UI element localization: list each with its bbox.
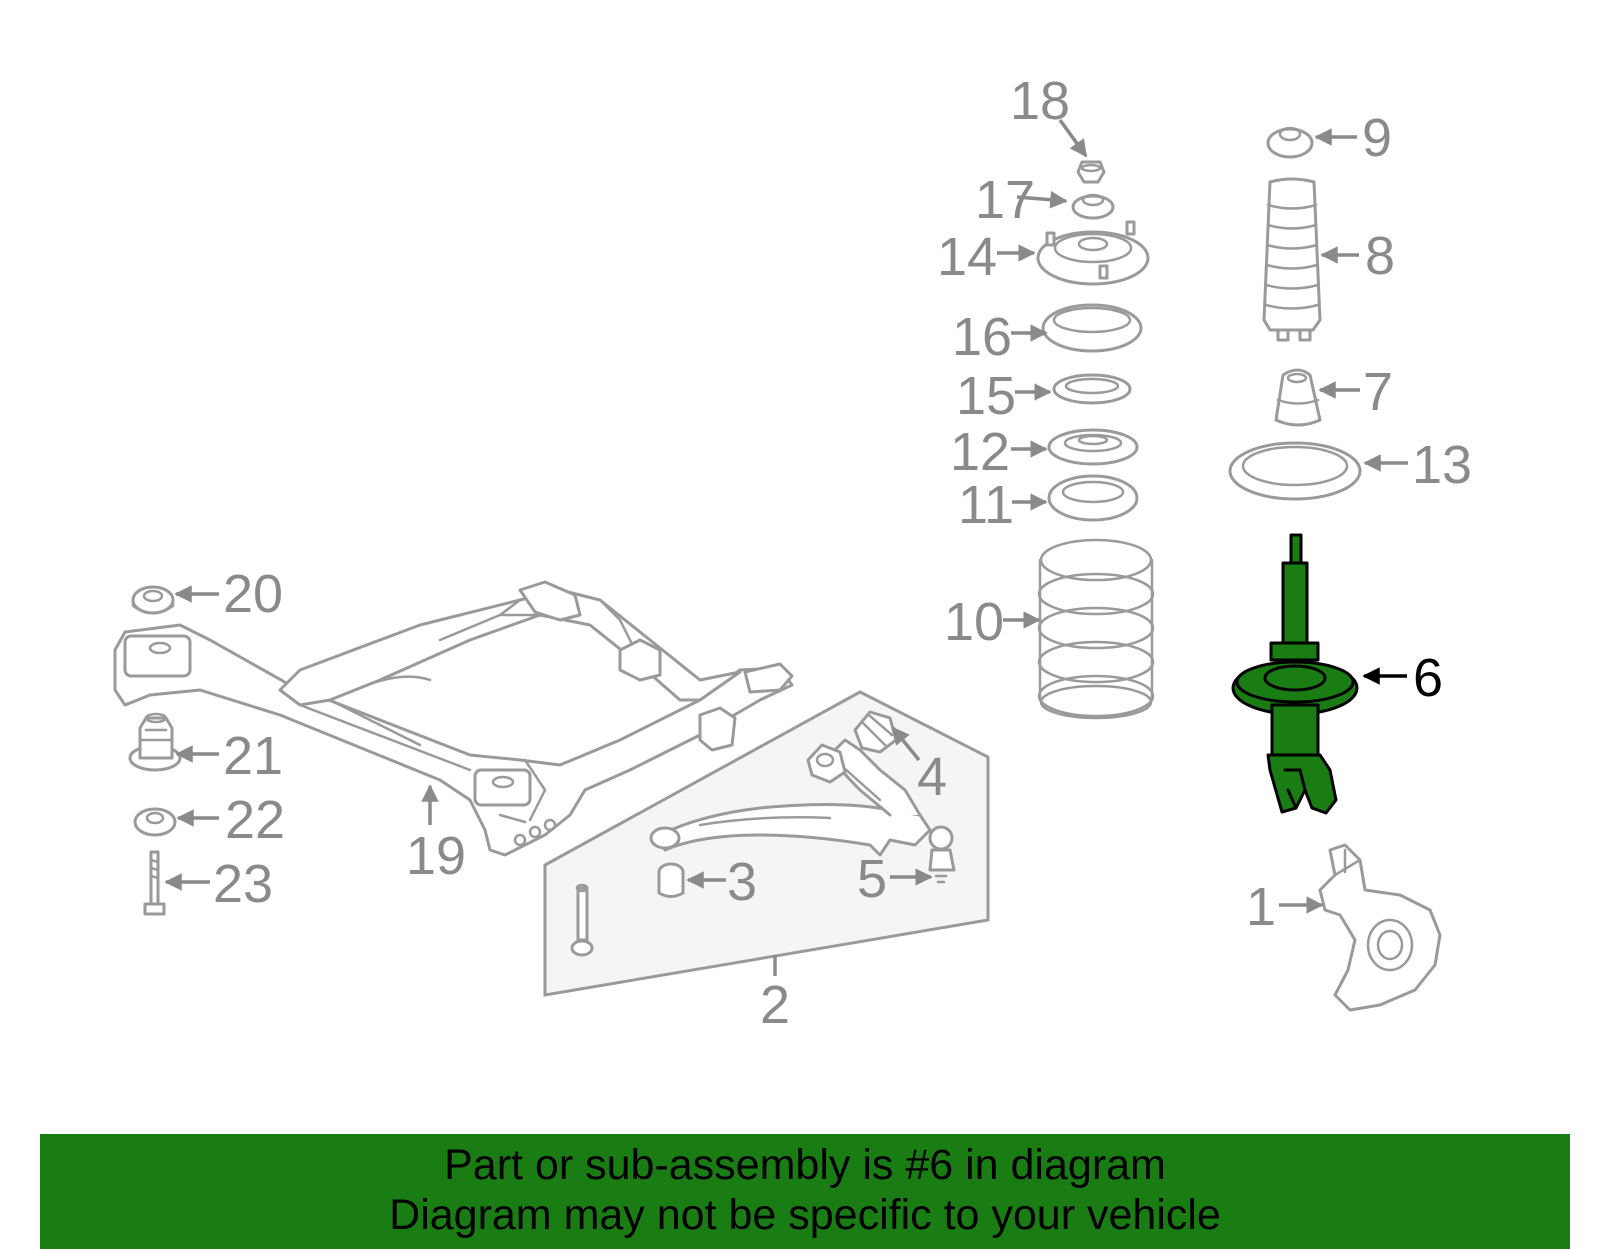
label-8: 8 [1365,226,1395,286]
leader-lines [164,118,1408,976]
strut-assembly-6[interactable] [1231,533,1359,815]
washer-17[interactable] [1071,193,1115,220]
label-16: 16 [952,307,1012,367]
label-12: 12 [950,422,1010,482]
label-4: 4 [917,747,947,807]
steering-knuckle-1[interactable] [1318,843,1442,1012]
insulator-12[interactable] [1047,428,1139,466]
label-23: 23 [213,854,273,914]
label-15: 15 [956,366,1016,426]
strut-mount-14[interactable] [1036,220,1150,286]
dust-boot-8[interactable] [1262,177,1322,342]
label-11: 11 [958,475,1014,535]
label-13: 13 [1412,435,1472,495]
bump-stop-7[interactable] [1274,368,1322,427]
label-17: 17 [975,170,1035,230]
insulator-13[interactable] [1228,441,1362,501]
label-20: 20 [223,564,283,624]
callout-labels: 18 17 14 16 15 12 11 10 9 8 7 13 6 1 20 … [213,71,1472,1035]
label-3: 3 [727,852,757,912]
nut-18[interactable] [1076,160,1106,184]
label-1: 1 [1246,877,1276,937]
lower-mount-bushing-21[interactable] [128,712,182,772]
insulator-11[interactable] [1047,474,1139,522]
mount-bolt-23[interactable] [143,850,166,916]
banner-line-1: Part or sub-assembly is #6 in diagram [444,1141,1166,1189]
control-arm-assembly-group[interactable] [543,690,990,997]
label-5: 5 [857,849,887,909]
label-9: 9 [1362,108,1392,168]
mount-washer-22[interactable] [133,807,177,837]
crossmember-frame[interactable] [113,580,794,857]
label-10: 10 [944,592,1004,652]
label-18: 18 [1010,71,1070,131]
nut-9[interactable] [1266,126,1314,159]
label-6: 6 [1413,648,1443,708]
label-7: 7 [1363,362,1393,422]
bearing-15[interactable] [1052,373,1132,405]
info-banner: Part or sub-assembly is #6 in diagram Di… [40,1134,1570,1249]
coil-spring-10[interactable] [1037,538,1155,720]
label-2: 2 [760,975,790,1035]
spring-seat-16[interactable] [1041,303,1143,353]
upper-mount-insulator-20[interactable] [131,585,175,615]
banner-line-2: Diagram may not be specific to your vehi… [389,1191,1221,1239]
label-21: 21 [223,726,283,786]
label-14: 14 [937,227,997,287]
label-22: 22 [225,790,285,850]
label-19: 19 [406,826,466,886]
